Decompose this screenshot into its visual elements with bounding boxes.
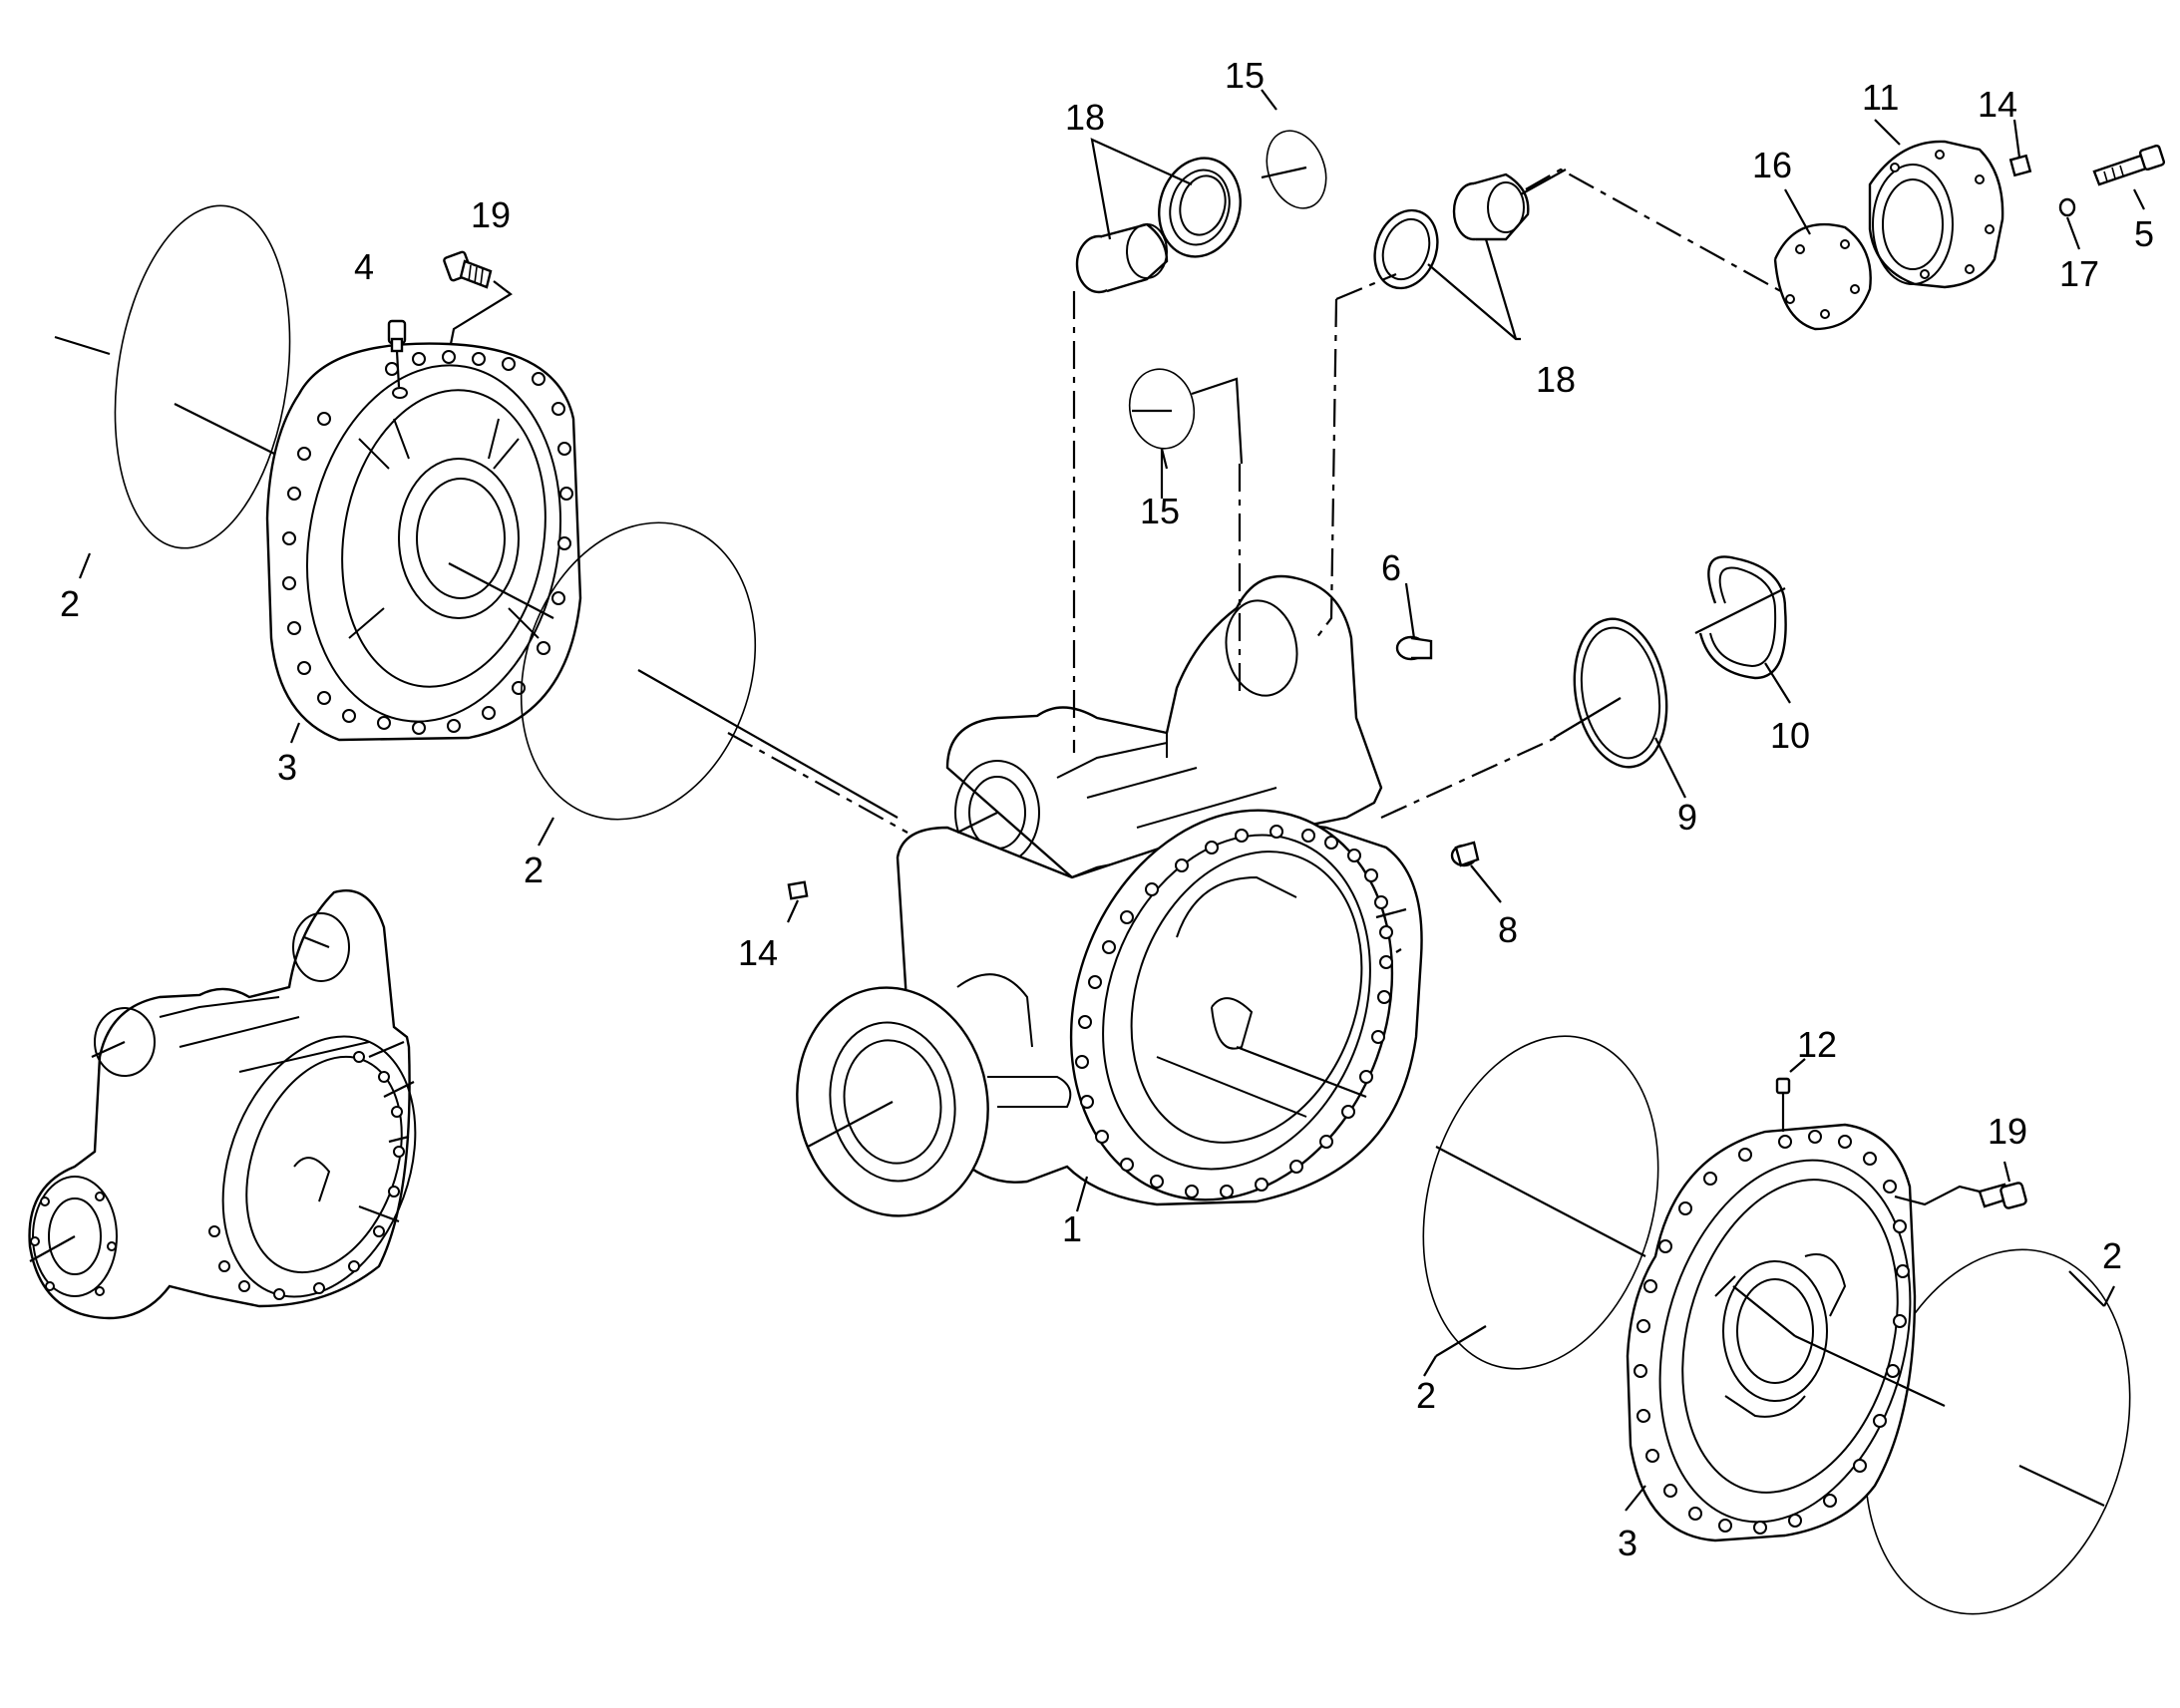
gasket-2-right-lower: [1422, 1035, 1659, 1370]
callout-15-upper: 15: [1225, 55, 1265, 96]
shim-16: [1773, 188, 1872, 331]
plug-6: [1395, 582, 1433, 661]
oring-9: [1553, 617, 1686, 799]
callout-leaders: [78, 448, 2115, 1512]
callout-4: 4: [354, 246, 374, 287]
end-cover-3-right: [1626, 1123, 1946, 1542]
bolt-holes-right-cover: [1634, 1130, 1910, 1535]
flange-hub-11: [1868, 119, 2004, 289]
callout-10: 10: [1770, 715, 1810, 756]
callout-14-right: 14: [1978, 84, 2017, 125]
gasket-2-left-lower: [520, 521, 908, 834]
plug-disc-15-lower: [1128, 368, 1196, 450]
leader-lines-top: [1090, 89, 1567, 499]
bushing-18-left: [1075, 222, 1169, 294]
callout-12: 12: [1797, 1024, 1837, 1065]
callout-9: 9: [1677, 797, 1697, 838]
snap-ring-10: [1694, 555, 1791, 704]
end-cover-3-left: [265, 342, 582, 742]
seal-ring-18-right: [1373, 208, 1439, 290]
fitting-12: [1775, 1058, 1806, 1132]
plug-disc-15-upper: [1266, 130, 1327, 209]
callout-2-upper-left: 2: [60, 583, 80, 624]
callout-6: 6: [1381, 547, 1401, 588]
callout-19-left: 19: [471, 194, 511, 235]
callout-19-right: 19: [1988, 1111, 2027, 1152]
callout-2-far-right: 2: [2102, 1235, 2122, 1276]
bushing-18-right: [1452, 172, 1530, 241]
bolt-holes-preview: [30, 1051, 405, 1300]
housing-preview-illustration: [28, 889, 417, 1320]
callout-3-right: 3: [1618, 1523, 1637, 1563]
bolt-5: [2092, 144, 2166, 210]
callout-2-mid-left: 2: [524, 850, 544, 890]
callout-15-lower: 15: [1140, 491, 1180, 531]
bolt-holes-left-cover: [282, 350, 573, 735]
callout-1: 1: [1062, 1208, 1082, 1249]
callout-16: 16: [1752, 145, 1792, 185]
callout-3-left: 3: [277, 747, 297, 788]
callout-18-right: 18: [1536, 359, 1576, 400]
washer-17: [2058, 197, 2081, 250]
callout-14-center: 14: [738, 932, 778, 973]
cap-14-right: [2008, 119, 2032, 177]
bolt-holes-housing-flange: [1075, 825, 1393, 1198]
callout-11: 11: [1862, 77, 1899, 118]
callout-18-left: 18: [1065, 97, 1105, 138]
cap-14-center: [786, 880, 809, 923]
axle-housing-1: [796, 574, 1423, 1217]
seal-ring-18-left: [1158, 157, 1242, 258]
screw-19-left: [443, 250, 513, 345]
callout-8: 8: [1498, 909, 1518, 950]
callout-17: 17: [2059, 253, 2099, 294]
callout-labels: 1 2 2 2 2 3 3 4 5 6 8 9 10 11 12 14 14 1…: [60, 55, 2154, 1563]
fitting-4: [387, 319, 408, 399]
callout-5: 5: [2134, 213, 2154, 254]
dashed-assembly-axes: [1072, 168, 1796, 820]
plug-8: [1450, 841, 1502, 903]
screw-19-right: [1894, 1161, 2027, 1209]
callout-2-lower-right: 2: [1416, 1375, 1436, 1416]
